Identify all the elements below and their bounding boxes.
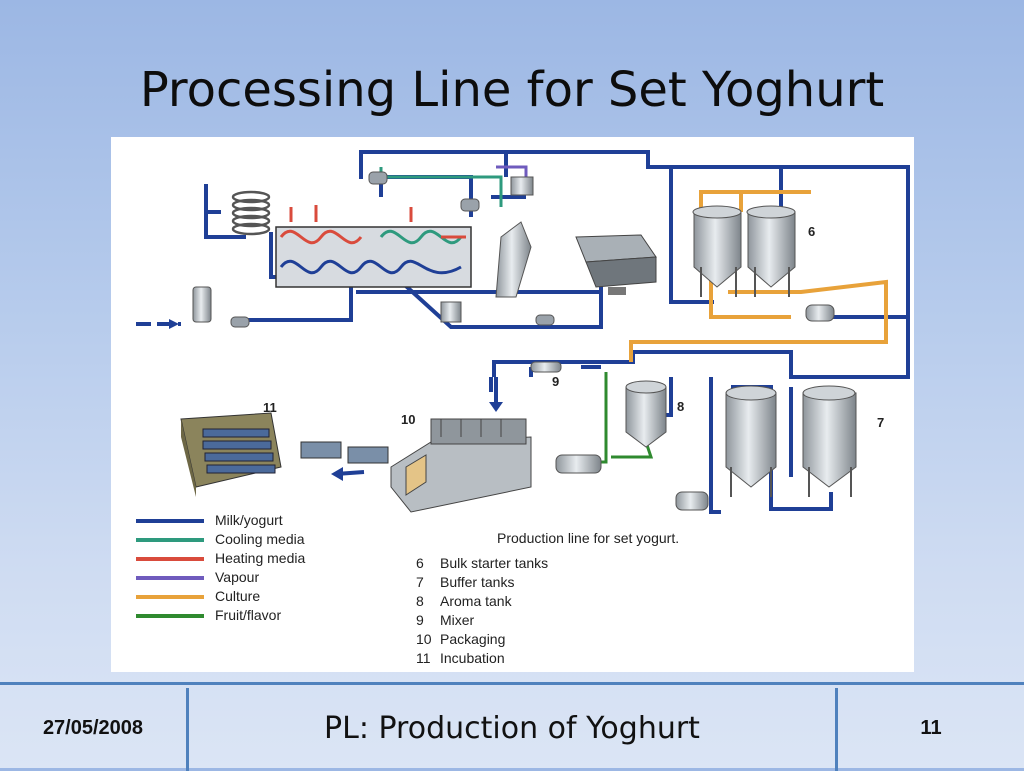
label-6: 6 xyxy=(808,224,816,239)
legend-label: Heating media xyxy=(215,550,306,566)
key-label: Buffer tanks xyxy=(440,574,515,590)
legend-swatch xyxy=(136,519,204,523)
diagram-caption: Production line for set yogurt. xyxy=(497,530,680,546)
key-number: 7 xyxy=(416,574,424,590)
label-9: 9 xyxy=(552,374,560,389)
key-item: 11 Incubation xyxy=(416,650,505,666)
key-number: 10 xyxy=(416,631,432,647)
footer-date: 27/05/2008 xyxy=(42,717,144,739)
homogenizer xyxy=(575,234,657,295)
label-7: 7 xyxy=(877,415,885,430)
legend-swatch xyxy=(136,595,204,599)
legend-label: Vapour xyxy=(215,569,260,585)
key-label: Mixer xyxy=(440,612,475,628)
milk-yogurt-lines xyxy=(204,150,910,514)
legend-swatch xyxy=(136,538,204,542)
legend-swatch xyxy=(136,557,204,561)
key-number: 9 xyxy=(416,612,424,628)
key-number: 6 xyxy=(416,555,424,571)
key-label: Incubation xyxy=(440,650,505,666)
key-number: 11 xyxy=(416,650,431,666)
incubation-room xyxy=(180,412,282,497)
key-label: Packaging xyxy=(440,631,506,647)
slide-footer: 27/05/2008 PL: Production of Yoghurt 11 xyxy=(0,682,1024,771)
holding-coil xyxy=(231,190,271,236)
legend-label: Cooling media xyxy=(215,531,305,547)
plate-heat-exchanger xyxy=(275,205,472,288)
process-diagram: 11 10 9 8 6 7 Milk/yogurt Cooling media … xyxy=(111,137,914,672)
bulk-starter-tanks xyxy=(692,205,835,322)
key-item: 6 Bulk starter tanks xyxy=(416,555,548,571)
footer-title: PL: Production of Yoghurt xyxy=(324,711,700,746)
label-11: 11 xyxy=(263,400,277,415)
key-item: 8 Aroma tank xyxy=(416,593,512,609)
page-number: 11 xyxy=(920,717,942,739)
legend-label: Milk/yogurt xyxy=(215,512,283,528)
legend-label: Fruit/flavor xyxy=(215,607,282,623)
slide-title: Processing Line for Set Yoghurt xyxy=(139,62,885,118)
mixer xyxy=(530,361,562,373)
process-flow-drawing xyxy=(136,150,910,514)
key-number: 8 xyxy=(416,593,424,609)
footer-divider xyxy=(186,688,189,771)
legend-swatch xyxy=(136,576,204,580)
footer-divider xyxy=(835,688,838,771)
key-item: 7 Buffer tanks xyxy=(416,574,514,590)
key-item: 10 Packaging xyxy=(416,631,505,647)
deaerator xyxy=(368,171,555,326)
key-item: 9 Mixer xyxy=(416,612,474,628)
aroma-tank xyxy=(555,380,667,474)
label-8: 8 xyxy=(677,399,685,414)
legend-swatch xyxy=(136,614,204,618)
legend-label: Culture xyxy=(215,588,261,604)
buffer-tanks xyxy=(675,385,857,511)
balance-tank xyxy=(192,286,212,323)
packaging-machine xyxy=(300,377,532,513)
key-label: Aroma tank xyxy=(440,593,512,609)
label-10: 10 xyxy=(401,412,416,427)
key-label: Bulk starter tanks xyxy=(440,555,549,571)
